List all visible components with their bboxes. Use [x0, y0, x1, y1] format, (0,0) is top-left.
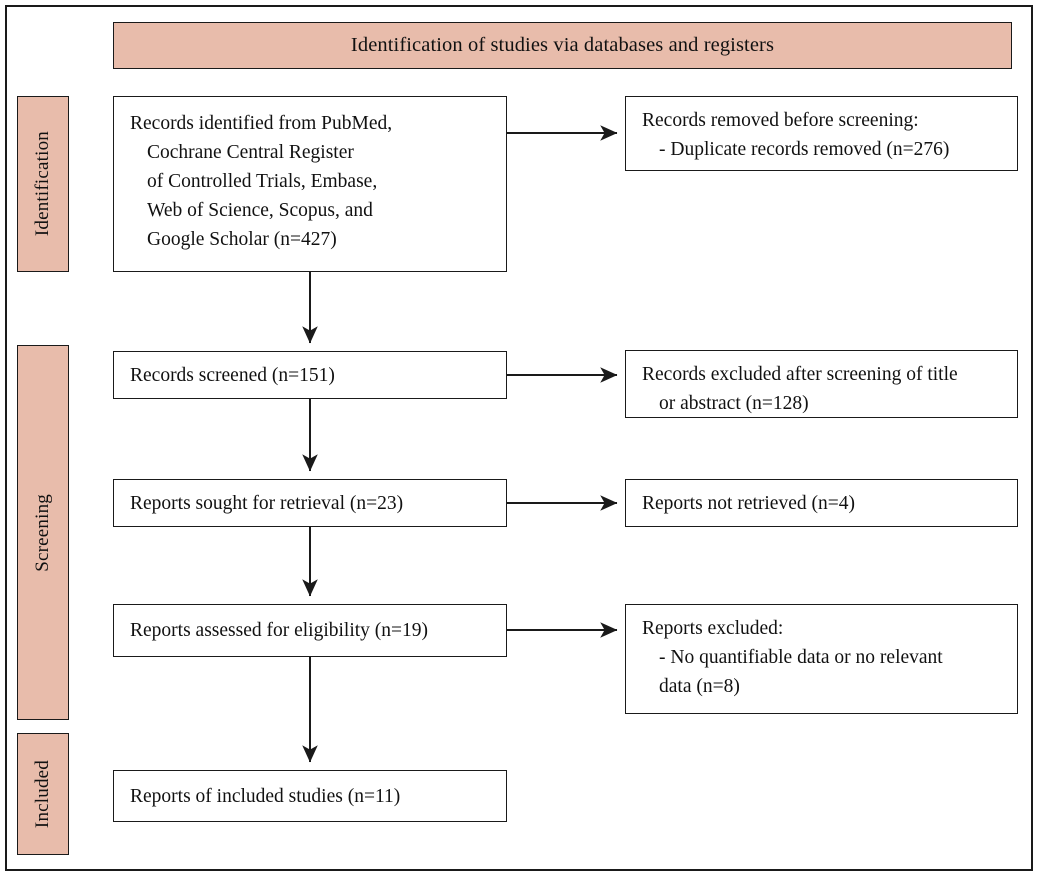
- box-line: Reports assessed for eligibility (n=19): [130, 620, 429, 641]
- box-reports-assessed-for-eligibility: Reports assessed for eligibility (n=19): [113, 604, 507, 657]
- box-line: Reports of included studies (n=11): [130, 785, 401, 807]
- box-line: Google Scholar (n=427): [147, 229, 337, 250]
- box-reports-sought-for-retrieval: Reports sought for retrieval (n=23): [113, 479, 507, 527]
- box-line: data (n=8): [659, 676, 740, 697]
- stage-label-identification: Identification: [17, 96, 69, 272]
- box-line: Reports not retrieved (n=4): [642, 492, 855, 514]
- box-line: Records screened (n=151): [130, 364, 335, 386]
- box-line: Reports excluded:: [642, 618, 784, 639]
- box-records-identified: Records identified from PubMed, Cochrane…: [113, 96, 507, 272]
- diagram-outer-frame: [5, 5, 1033, 871]
- box-records-excluded-after-screening: Records excluded after screening of titl…: [625, 350, 1018, 418]
- box-line: Records excluded after screening of titl…: [642, 364, 958, 385]
- phase-banner-identification: Identification of studies via databases …: [113, 22, 1012, 69]
- box-line: of Controlled Trials, Embase,: [147, 171, 378, 192]
- phase-banner-label: Identification of studies via databases …: [350, 34, 775, 56]
- box-line: - No quantifiable data or no relevant: [659, 647, 943, 668]
- box-line: Records identified from PubMed,: [130, 113, 393, 134]
- box-line: Records removed before screening:: [642, 110, 919, 131]
- stage-label-included: Included: [17, 733, 69, 855]
- box-line: or abstract (n=128): [659, 393, 809, 414]
- box-reports-not-retrieved: Reports not retrieved (n=4): [625, 479, 1018, 527]
- box-reports-excluded: Reports excluded: - No quantifiable data…: [625, 604, 1018, 714]
- box-line: - Duplicate records removed (n=276): [659, 139, 950, 160]
- box-reports-of-included-studies: Reports of included studies (n=11): [113, 770, 507, 822]
- box-line: Web of Science, Scopus, and: [147, 200, 373, 221]
- box-line: Cochrane Central Register: [147, 142, 354, 163]
- box-records-removed-before-screening: Records removed before screening: - Dupl…: [625, 96, 1018, 171]
- stage-label-screening: Screening: [17, 345, 69, 720]
- box-records-screened: Records screened (n=151): [113, 351, 507, 399]
- box-line: Reports sought for retrieval (n=23): [130, 492, 404, 514]
